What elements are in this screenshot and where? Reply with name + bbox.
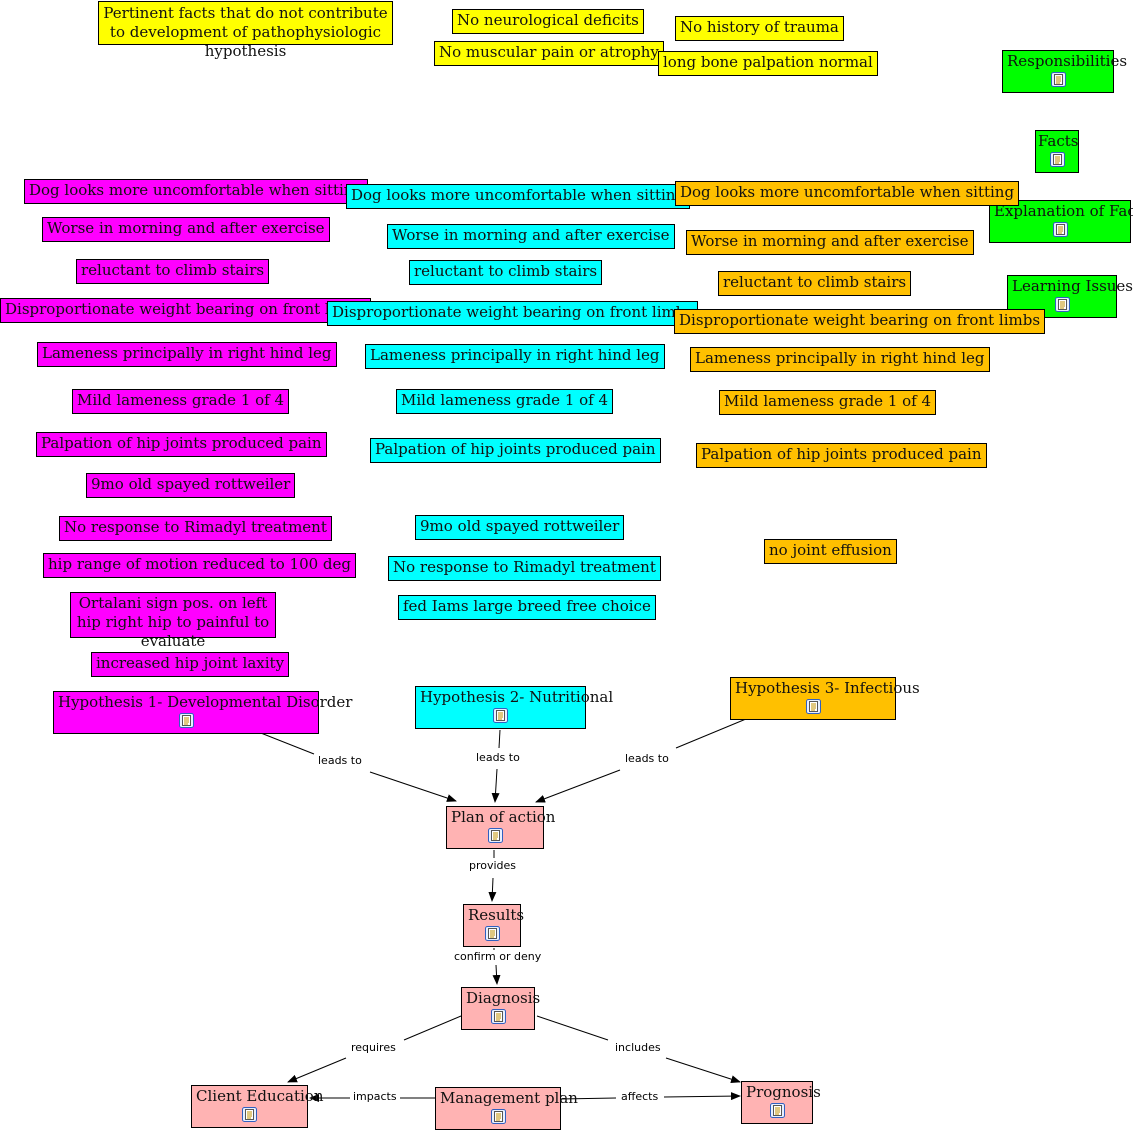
diagnosis[interactable]: Diagnosis bbox=[461, 987, 540, 1030]
h2-fact[interactable]: Palpation of hip joints produced pain bbox=[370, 438, 661, 463]
h1-fact[interactable]: hip range of motion reduced to 100 deg bbox=[43, 553, 357, 578]
h1-fact[interactable]: No response to Rimadyl treatment bbox=[59, 516, 332, 541]
link-requires-education bbox=[287, 1057, 347, 1083]
h1-fact[interactable]: increased hip joint laxity bbox=[91, 652, 290, 677]
legend-label: Learning Issues bbox=[1012, 277, 1133, 295]
document-icon[interactable] bbox=[1050, 152, 1065, 167]
document-icon[interactable] bbox=[242, 1107, 257, 1122]
h1-fact[interactable]: Lameness principally in right hind leg bbox=[37, 342, 337, 367]
document-icon[interactable] bbox=[770, 1103, 785, 1118]
node-label: Management plan bbox=[440, 1089, 578, 1107]
document-icon[interactable] bbox=[806, 699, 821, 714]
node-label: Client Education bbox=[196, 1087, 324, 1105]
link-label-provides: provides bbox=[467, 859, 519, 872]
h2-fact[interactable]: fed Iams large breed free choice bbox=[398, 595, 656, 620]
h1-fact[interactable]: Worse in morning and after exercise bbox=[42, 217, 330, 242]
h1-fact[interactable]: 9mo old spayed rottweiler bbox=[86, 473, 296, 498]
document-icon[interactable] bbox=[1055, 297, 1070, 312]
link-includes-prognosis bbox=[665, 1057, 741, 1084]
pertinent-fact[interactable]: No history of trauma bbox=[675, 16, 844, 41]
h2-fact[interactable]: Mild lameness grade 1 of 4 bbox=[396, 389, 614, 414]
h2-fact[interactable]: 9mo old spayed rottweiler bbox=[415, 515, 625, 540]
h2-fact[interactable]: reluctant to climb stairs bbox=[409, 260, 603, 285]
hypothesis-title: Hypothesis 2- Nutritional bbox=[420, 688, 614, 706]
link-leadsto-plan-1 bbox=[369, 771, 457, 802]
node-label: Diagnosis bbox=[466, 989, 541, 1007]
node-label: Plan of action bbox=[451, 808, 556, 826]
h3-fact[interactable]: Lameness principally in right hind leg bbox=[690, 347, 990, 372]
hypothesis-title: Hypothesis 3- Infectious bbox=[735, 679, 920, 697]
document-icon[interactable] bbox=[491, 1009, 506, 1024]
hypothesis-2[interactable]: Hypothesis 2- Nutritional bbox=[415, 686, 613, 729]
pertinent-fact[interactable]: No neurological deficits bbox=[452, 9, 644, 34]
client-education[interactable]: Client Education bbox=[191, 1085, 323, 1128]
h1-fact[interactable]: reluctant to climb stairs bbox=[76, 259, 270, 284]
link-management-affects bbox=[559, 1097, 617, 1100]
h1-fact[interactable]: Mild lameness grade 1 of 4 bbox=[72, 389, 290, 414]
link-affects-prognosis bbox=[663, 1092, 741, 1101]
document-icon[interactable] bbox=[179, 713, 194, 728]
h2-fact[interactable]: Worse in morning and after exercise bbox=[387, 224, 675, 249]
document-icon[interactable] bbox=[1053, 222, 1068, 237]
hypothesis-title: Hypothesis 1- Developmental Disorder bbox=[58, 693, 353, 711]
document-icon[interactable] bbox=[485, 926, 500, 941]
h3-fact[interactable]: Mild lameness grade 1 of 4 bbox=[719, 390, 937, 415]
link-leadsto-plan-2 bbox=[491, 768, 500, 803]
prognosis[interactable]: Prognosis bbox=[741, 1081, 821, 1124]
management-plan[interactable]: Management plan bbox=[435, 1087, 578, 1130]
h2-fact[interactable]: Dog looks more uncomfortable when sittin… bbox=[346, 184, 691, 209]
pertinent-fact[interactable]: long bone palpation normal bbox=[658, 51, 878, 76]
h3-fact[interactable]: reluctant to climb stairs bbox=[718, 271, 912, 296]
legend-facts[interactable]: Facts bbox=[1035, 130, 1079, 173]
pertinent-facts-note[interactable]: Pertinent facts that do not contribute t… bbox=[98, 1, 393, 60]
document-icon[interactable] bbox=[491, 1109, 506, 1124]
h2-fact[interactable]: Disproportionate weight bearing on front… bbox=[327, 301, 699, 326]
results[interactable]: Results bbox=[463, 904, 525, 947]
document-icon[interactable] bbox=[493, 708, 508, 723]
h1-fact[interactable]: Ortalani sign pos. on left hip right hip… bbox=[70, 592, 276, 650]
h3-fact[interactable]: Palpation of hip joints produced pain bbox=[696, 443, 987, 468]
hypothesis-3[interactable]: Hypothesis 3- Infectious bbox=[730, 677, 920, 720]
node-label: Prognosis bbox=[746, 1083, 821, 1101]
link-label-confirm-or-deny: confirm or deny bbox=[452, 950, 544, 963]
node-label: Results bbox=[468, 906, 525, 924]
h1-fact[interactable]: Disproportionate weight bearing on front… bbox=[0, 298, 372, 323]
h1-fact[interactable]: Palpation of hip joints produced pain bbox=[36, 432, 327, 457]
link-label-leads-to: leads to bbox=[623, 752, 671, 765]
legend-label: Responsibilities bbox=[1007, 52, 1128, 70]
legend-learning-issues[interactable]: Learning Issues bbox=[1007, 275, 1133, 318]
h2-fact[interactable]: No response to Rimadyl treatment bbox=[388, 556, 661, 581]
document-icon[interactable] bbox=[488, 828, 503, 843]
pertinent-fact[interactable]: No muscular pain or atrophy bbox=[434, 41, 664, 66]
plan-of-action[interactable]: Plan of action bbox=[446, 806, 555, 849]
h3-fact[interactable]: Worse in morning and after exercise bbox=[686, 230, 974, 255]
legend-label: Facts bbox=[1038, 132, 1079, 150]
hypothesis-1[interactable]: Hypothesis 1- Developmental Disorder bbox=[53, 691, 352, 734]
link-label-includes: includes bbox=[613, 1041, 663, 1054]
link-label-impacts: impacts bbox=[351, 1090, 399, 1103]
link-label-affects: affects bbox=[619, 1090, 661, 1103]
legend-label: Explanation of Facts bbox=[994, 202, 1133, 220]
document-icon[interactable] bbox=[1051, 72, 1066, 87]
h3-fact[interactable]: no joint effusion bbox=[764, 539, 897, 564]
link-label-leads-to: leads to bbox=[316, 754, 364, 767]
link-leadsto-plan-3 bbox=[535, 769, 621, 803]
legend-responsibilities[interactable]: Responsibilities bbox=[1002, 50, 1127, 93]
h1-fact[interactable]: Dog looks more uncomfortable when sittin… bbox=[24, 179, 369, 204]
link-diagnosis-includes bbox=[536, 1015, 609, 1041]
h3-fact[interactable]: Disproportionate weight bearing on front… bbox=[674, 309, 1046, 334]
link-provides-results bbox=[488, 877, 497, 902]
link-h2-leadsto bbox=[498, 729, 501, 749]
link-confirm-diagnosis bbox=[492, 964, 501, 985]
h3-fact[interactable]: Dog looks more uncomfortable when sittin… bbox=[675, 181, 1020, 206]
link-label-leads-to: leads to bbox=[474, 751, 522, 764]
link-diagnosis-requires bbox=[403, 1015, 462, 1041]
link-label-requires: requires bbox=[349, 1041, 398, 1054]
legend-explanation-of-facts[interactable]: Explanation of Facts bbox=[989, 200, 1133, 243]
h2-fact[interactable]: Lameness principally in right hind leg bbox=[365, 344, 665, 369]
